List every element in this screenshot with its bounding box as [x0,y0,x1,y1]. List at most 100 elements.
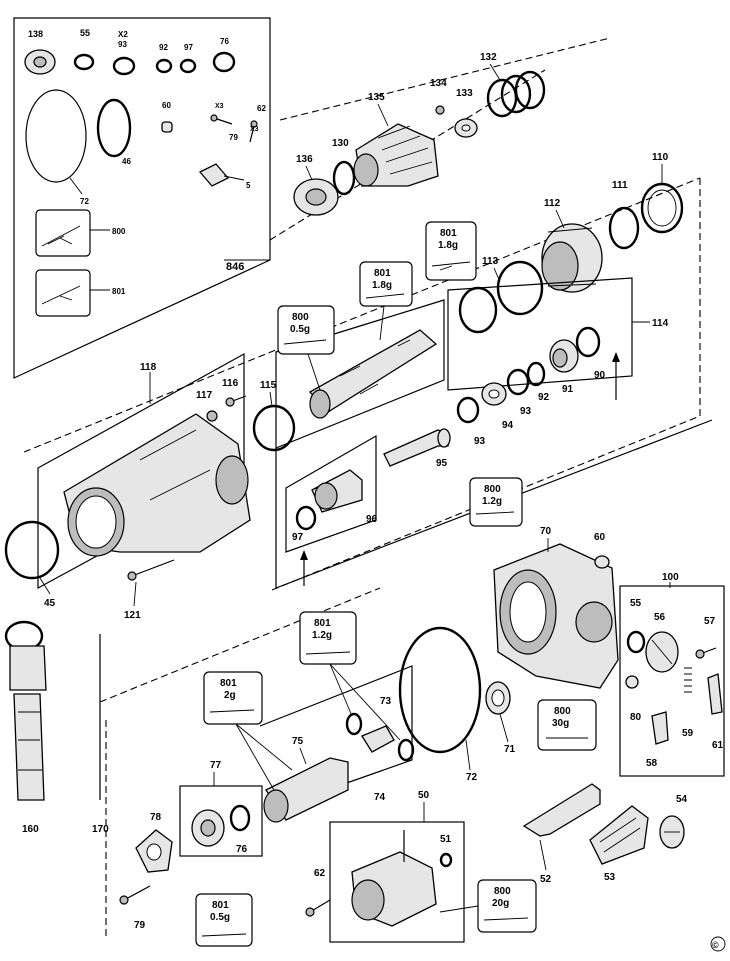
part-number-label: 76 [236,844,248,855]
part-number-label: 134 [430,78,447,89]
part-number-label: 93 [520,406,532,417]
part-number-label: 114 [652,318,669,329]
part-55-small [73,53,95,71]
part-number-label: 93 [474,436,486,447]
part-number-label: 5 [246,181,251,190]
part-number-label: 801 [212,900,229,911]
part-number-label: 60 [594,532,606,543]
part-number-label: 56 [654,612,666,623]
part-73-sleeve [361,725,395,753]
housing-group: 118 117 116 115 45 121 [4,352,296,621]
part-number-label: 130 [332,138,349,149]
part-number-label: 800 [494,886,511,897]
part-97-small [179,58,197,74]
part-58-lever [651,711,669,745]
part-number-label: 59 [682,728,694,739]
part-number-label: 97 [292,532,304,543]
part-number-label: 800 [554,706,571,717]
part-number-label: 1.8g [372,280,392,291]
part-60-small [161,121,173,133]
part-74-ring-b [397,738,415,762]
part-number-label: 61 [712,740,724,751]
part-number-label: X3 [215,103,224,110]
part-number-label: © [712,940,719,950]
lower-left-group: 75 73 74 77 76 78 79 [119,665,415,931]
part-number-label: 71 [504,744,516,755]
part-number-label: 1.2g [482,496,502,507]
part-number-label: 92 [538,392,550,403]
part-132-spring-a [486,78,518,118]
gear-group: 110 111 112 113 [458,152,684,334]
group-50-frame-area: 50 51 62 [305,790,465,943]
part-160-side-handle [13,693,45,801]
part-number-label: 800 [112,227,126,236]
grease-tag-801-18a: 801 1.8g [425,221,477,281]
part-number-label: 800 [292,312,309,323]
part-72-oring [398,626,482,754]
part-number-label: 55 [630,598,642,609]
part-number-label: 800 [484,484,501,495]
part-number-label: 133 [456,88,473,99]
part-number-label: 97 [184,43,193,52]
part-number-label: 94 [502,420,514,431]
part-52-bracket [522,783,601,837]
part-97-ring [295,505,317,531]
part-number-label: 54 [676,794,688,805]
part-76-ring [229,804,251,832]
part-93-ring-b [456,396,480,424]
part-number-label: 52 [540,874,552,885]
part-number-label: 20g [492,898,509,909]
part-number-label: 96 [366,514,378,525]
part-number-label: 79 [134,920,146,931]
part-number-label: 801 [314,618,331,629]
part-number-label: 60 [162,101,171,110]
part-62-screw [305,907,315,917]
part-number-label: 70 [540,526,552,537]
part-number-label: 57 [704,616,716,627]
part-number-label: 132 [480,52,497,63]
part-number-label: 138 [28,29,43,39]
part-number-label: 121 [124,610,141,621]
part-number-label: 1.2g [312,630,332,641]
part-number-label: 72 [466,772,478,783]
part-number-label: 118 [140,362,157,373]
part-number-label: 117 [196,390,213,401]
part-number-label: 78 [150,812,162,823]
part-76-small [212,51,236,73]
part-number-label: 801 [220,678,237,689]
grease-tag-800-30: 800 30g [537,699,597,751]
label-846: 846 [226,261,244,273]
part-72-large-ring [25,89,87,183]
part-111-ring [608,206,640,250]
part-number-label: 46 [122,157,131,166]
part-number-label: 45 [44,598,56,609]
side-handle-group: 160 170 [4,620,109,835]
part-134-ball [435,105,445,115]
kit-801-grease-box [35,269,91,317]
part-number-label: 55 [80,28,90,38]
part-number-label: 95 [436,458,448,469]
part-number-label: 111 [612,180,628,191]
part-number-label: 0.5g [290,324,310,335]
grease-tag-801-12: 801 1.2g [299,611,401,741]
part-59-spring [684,667,692,693]
part-number-label: 160 [22,824,39,835]
part-number-label: 170 [92,824,109,835]
part-number-label: 79 [229,133,238,142]
part-number-label: 112 [544,198,561,209]
part-number-label: 58 [646,758,658,769]
copyright-mark: © [710,936,726,952]
part-92-small [155,58,173,74]
part-number-label: 51 [440,834,452,845]
part-number-label: 1.8g [438,240,458,251]
selector-100-group: 100 55 56 57 80 59 61 58 [619,572,725,777]
part-92-ring [526,361,546,387]
part-number-label: 136 [296,154,313,165]
part-number-label: 93 [118,40,127,49]
group-77-frame [179,785,263,857]
part-5-contact [198,163,230,187]
part-number-label: X2 [118,30,128,39]
part-55-ring [626,630,646,654]
part-90-ring [575,326,601,358]
